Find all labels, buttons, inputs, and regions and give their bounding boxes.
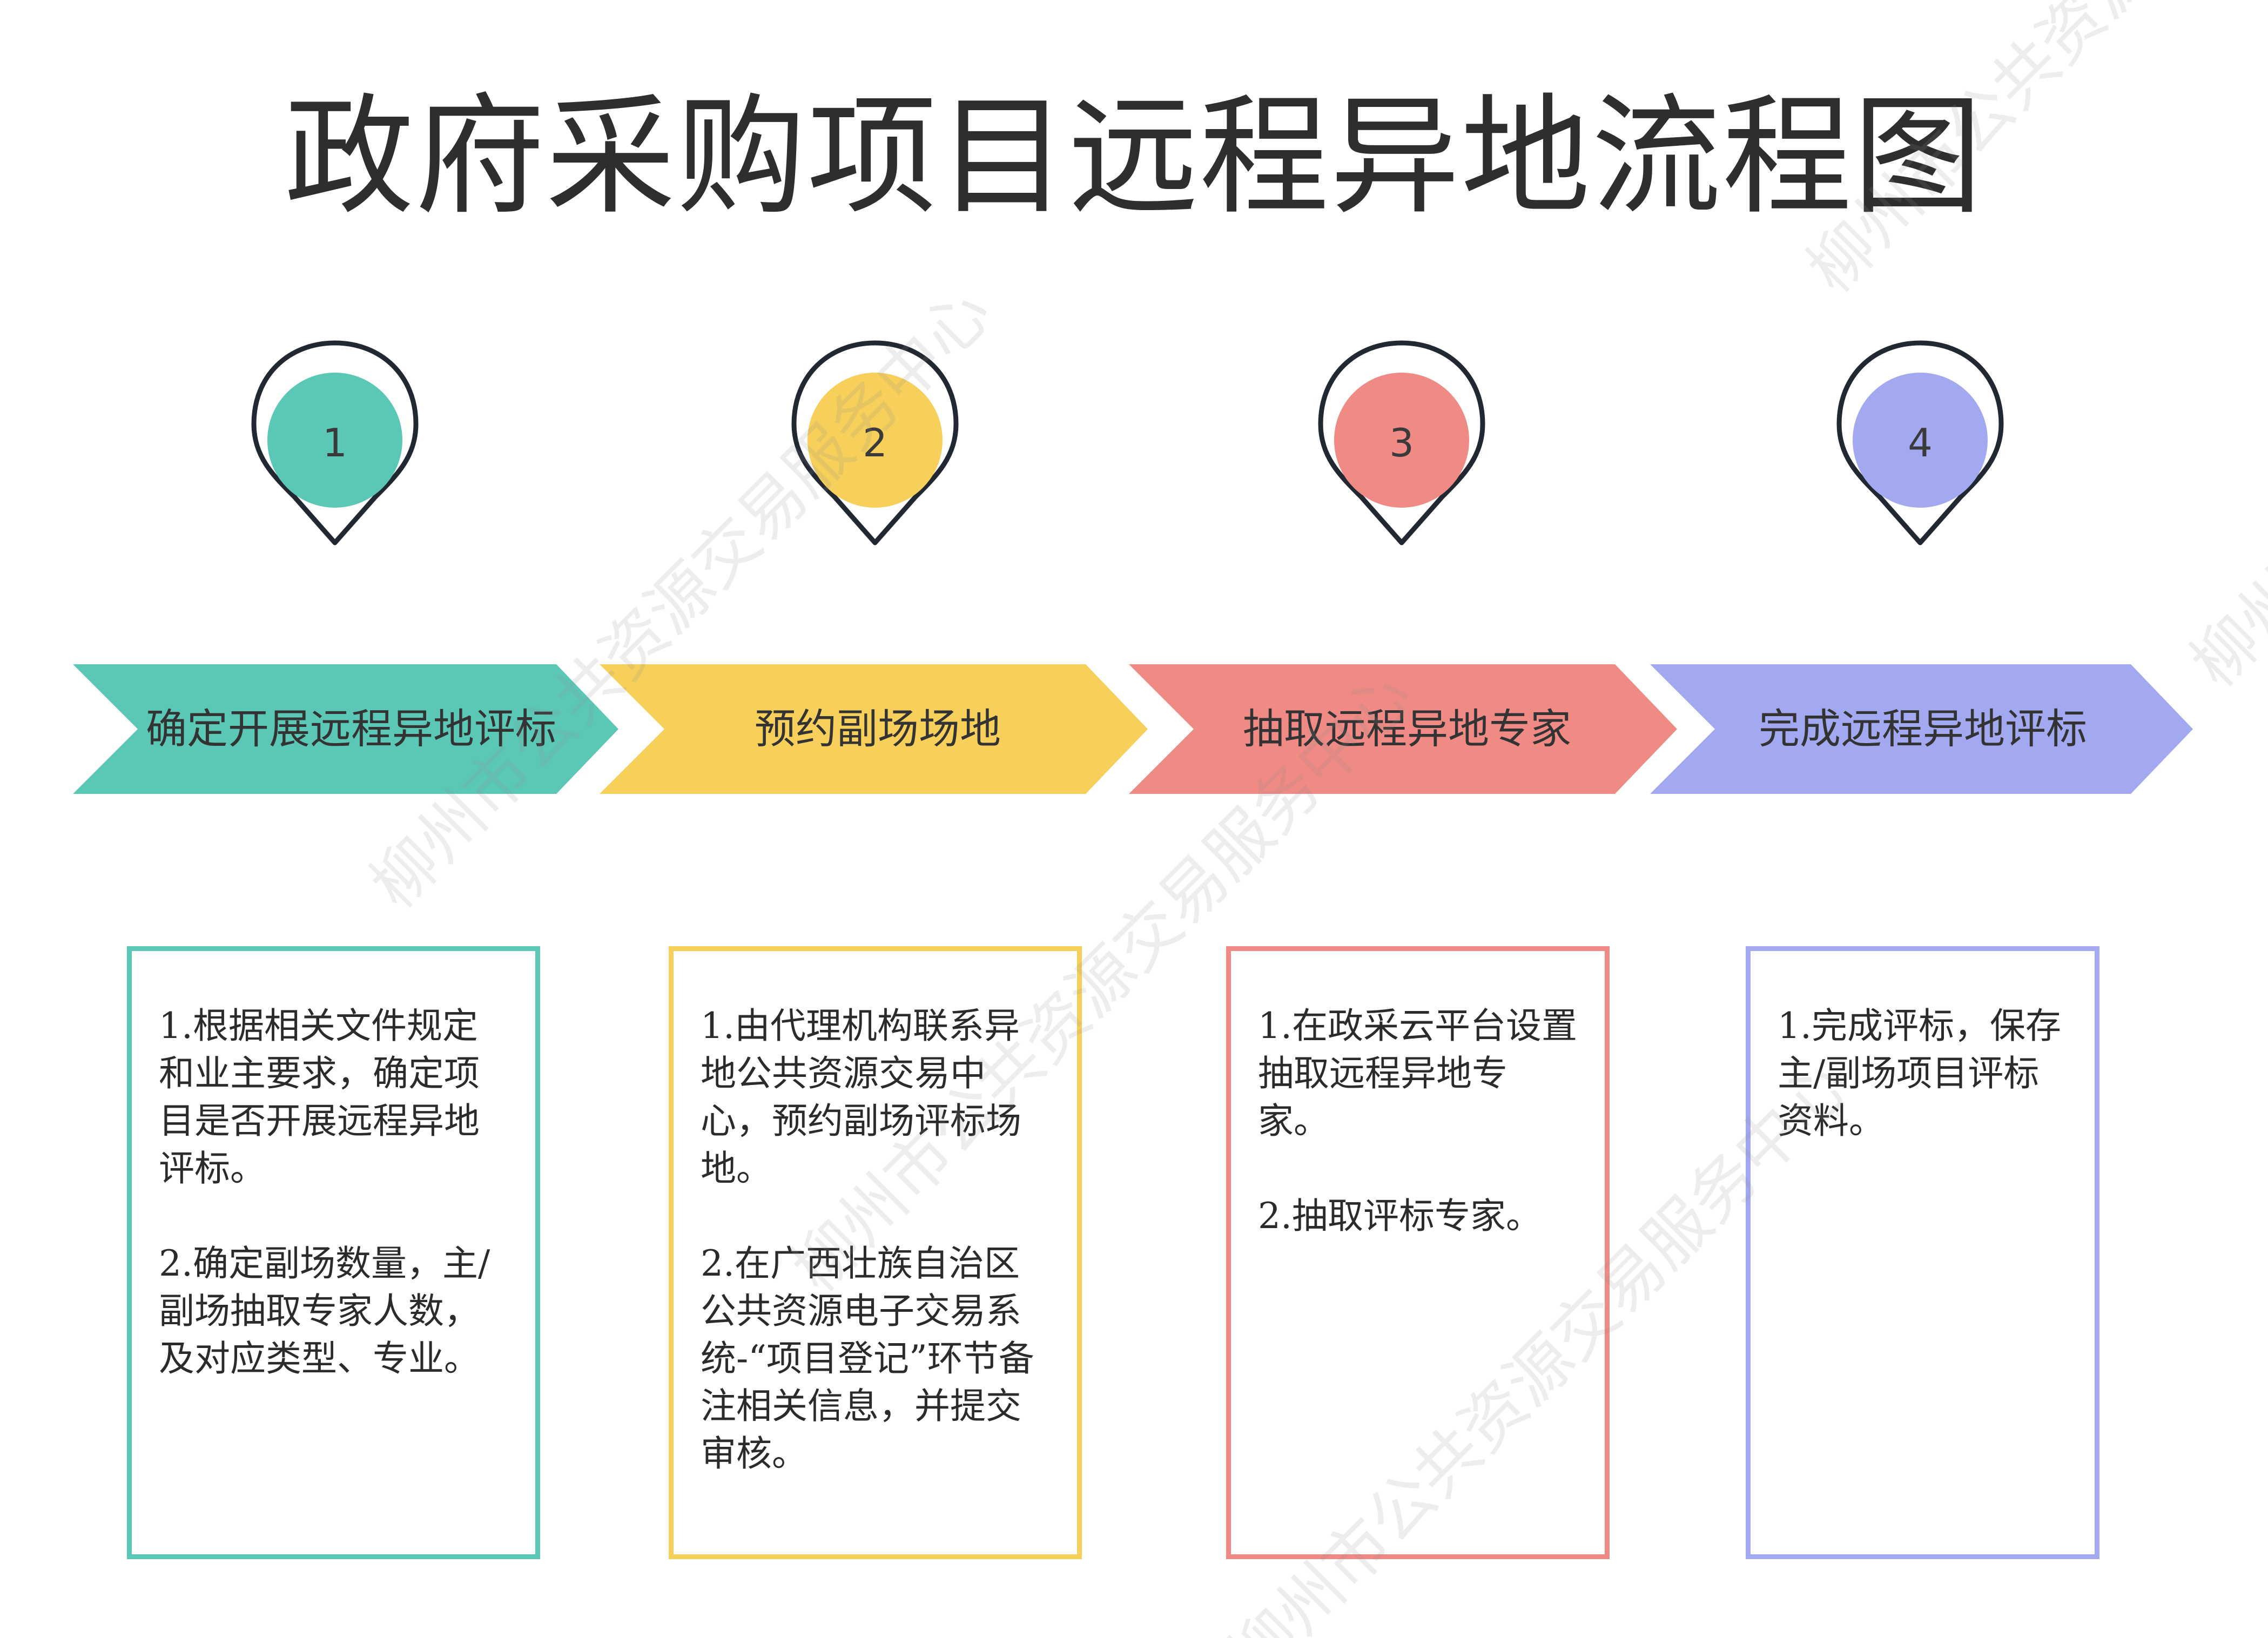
step-4-arrow: [1650, 664, 2193, 794]
pin-marker-icon: [251, 340, 419, 545]
step-2-label: 预约副场场地: [755, 705, 1001, 753]
step-3-pin: 3: [1296, 332, 1507, 575]
step-3-paragraph-1: 1.在政采云平台设置抽取远程异地专家。: [1258, 1005, 1577, 1142]
step-4-paragraph-1: 1.完成评标，保存主/副场项目评标资料。: [1778, 1005, 2061, 1142]
step-1-pin: 1: [230, 332, 440, 575]
step-2-arrow: [600, 664, 1148, 794]
pin-marker-icon: [1836, 340, 2004, 545]
step-2-pin: 2: [770, 332, 980, 575]
step-number: 4: [1908, 420, 1933, 466]
step-2-paragraph-1: 1.由代理机构联系异地公共资源交易中心，预约副场评标场地。: [701, 1005, 1021, 1189]
step-number: 1: [322, 420, 347, 466]
step-number: 3: [1389, 420, 1414, 466]
step-1-paragraph-2: 2.确定副场数量，主/副场抽取专家人数，及对应类型、专业。: [159, 1243, 490, 1379]
step-1-paragraph-1: 1.根据相关文件规定和业主要求，确定项目是否开展远程异地评标。: [159, 1005, 480, 1189]
step-3-card: 1.在政采云平台设置抽取远程异地专家。 2.抽取评标专家。: [1226, 946, 1610, 1559]
step-3-paragraph-2: 2.抽取评标专家。: [1258, 1195, 1542, 1237]
step-number: 2: [863, 420, 887, 466]
step-4-card: 1.完成评标，保存主/副场项目评标资料。: [1746, 946, 2099, 1559]
step-3-label: 抽取远程异地专家: [1243, 705, 1571, 753]
step-4-pin: 4: [1815, 332, 2025, 575]
diagram-title: 政府采购项目远程异地流程图: [284, 81, 1984, 232]
step-2-paragraph-2: 2.在广西壮族自治区公共资源电子交易系统-“项目登记”环节备注相关信息，并提交审…: [701, 1243, 1034, 1474]
pin-marker-icon: [1318, 340, 1485, 545]
step-2-card: 1.由代理机构联系异地公共资源交易中心，预约副场评标场地。 2.在广西壮族自治区…: [669, 946, 1082, 1559]
step-1-card: 1.根据相关文件规定和业主要求，确定项目是否开展远程异地评标。 2.确定副场数量…: [127, 946, 540, 1559]
step-1-arrow: [73, 664, 618, 794]
step-1-label: 确定开展远程异地评标: [146, 705, 556, 753]
pin-marker-icon: [791, 340, 959, 545]
step-4-label: 完成远程异地评标: [1759, 705, 2087, 753]
step-3-arrow: [1129, 664, 1677, 794]
